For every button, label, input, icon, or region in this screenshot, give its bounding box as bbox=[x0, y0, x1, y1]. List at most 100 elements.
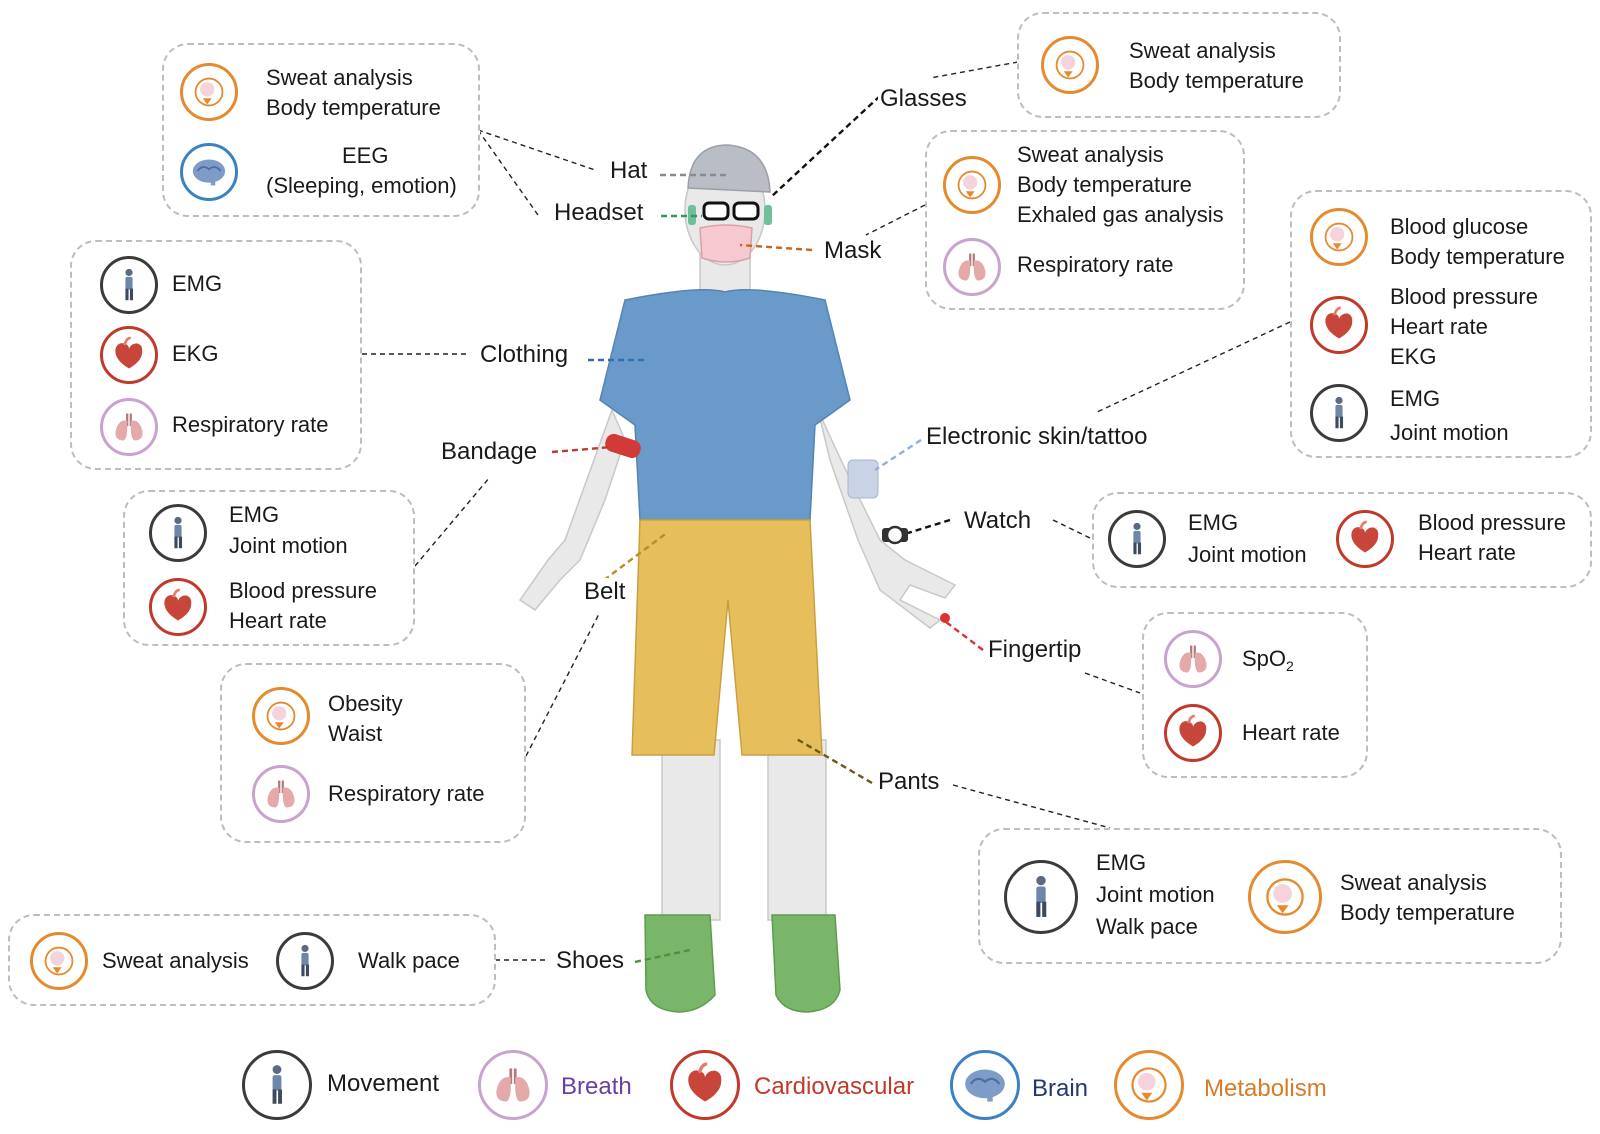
watch-movement-line-2: Joint motion bbox=[1188, 542, 1307, 567]
pants-movement-line-2: Joint motion bbox=[1096, 882, 1215, 907]
clothing-breath-line: Respiratory rate bbox=[172, 412, 329, 437]
metabolism-cycle-icon bbox=[30, 932, 88, 990]
spo2-main: SpO bbox=[1242, 646, 1287, 671]
mask-metabolism-line-1: Sweat analysis bbox=[1017, 142, 1164, 167]
eskin-cardio-line-1: Blood pressure bbox=[1390, 284, 1538, 309]
label-pants: Pants bbox=[876, 768, 942, 796]
bandage-box: EMG Joint motion Blood pressure Heart ra… bbox=[123, 490, 415, 646]
eskin-metabolism-line-2: Body temperature bbox=[1390, 244, 1565, 269]
label-fingertip: Fingertip bbox=[986, 636, 1084, 664]
brain-icon bbox=[950, 1050, 1020, 1120]
label-belt: Belt bbox=[582, 578, 628, 606]
lungs-icon bbox=[478, 1050, 548, 1120]
clothing-movement-line: EMG bbox=[172, 271, 223, 296]
walking-person-icon bbox=[149, 504, 207, 562]
label-mask: Mask bbox=[822, 237, 884, 265]
pants-metabolism-line-1: Sweat analysis bbox=[1340, 870, 1487, 895]
legend-cardiovascular: Cardiovascular bbox=[754, 1073, 915, 1100]
mask-metabolism-line-2: Body temperature bbox=[1017, 172, 1192, 197]
walking-person-icon bbox=[276, 932, 334, 990]
heart-icon bbox=[149, 578, 207, 636]
pants-metabolism-line-2: Body temperature bbox=[1340, 900, 1515, 925]
shoes-movement-line: Walk pace bbox=[358, 948, 460, 973]
belt-box: Obesity Waist Respiratory rate bbox=[220, 663, 526, 843]
eskin-cardio-line-3: EKG bbox=[1390, 344, 1437, 369]
label-hat: Hat bbox=[608, 157, 650, 185]
clothing-box: EMG EKG Respiratory rate bbox=[70, 240, 362, 470]
glasses-metabolism-line-1: Sweat analysis bbox=[1129, 38, 1276, 63]
walking-person-icon bbox=[1310, 384, 1368, 442]
lungs-icon bbox=[943, 238, 1001, 296]
heart-icon bbox=[1310, 296, 1368, 354]
watch-cardio-line-1: Blood pressure bbox=[1418, 510, 1566, 535]
bandage-movement-line-2: Joint motion bbox=[229, 533, 348, 558]
clothing-cardio-line: EKG bbox=[172, 341, 219, 366]
heart-icon bbox=[100, 326, 158, 384]
eskin-movement-line-2: Joint motion bbox=[1390, 420, 1509, 445]
metabolism-cycle-icon bbox=[252, 687, 310, 745]
shoes-metabolism-line: Sweat analysis bbox=[102, 948, 249, 973]
fingertip-box: SpO2 Heart rate bbox=[1142, 612, 1368, 778]
lungs-icon bbox=[100, 398, 158, 456]
hat-metabolism-line-1: Sweat analysis bbox=[266, 65, 413, 90]
lungs-icon bbox=[1164, 630, 1222, 688]
belt-breath-line-1: Respiratory rate bbox=[328, 781, 485, 806]
walking-person-icon bbox=[100, 256, 158, 314]
bandage-cardio-line-1: Blood pressure bbox=[229, 578, 377, 603]
label-shoes: Shoes bbox=[554, 947, 627, 975]
mask-box: Sweat analysis Body temperature Exhaled … bbox=[925, 130, 1245, 310]
hat-metabolism-line-2: Body temperature bbox=[266, 95, 441, 120]
pants-movement-line-1: EMG bbox=[1096, 850, 1147, 875]
shoes-box: Sweat analysis Walk pace bbox=[8, 914, 496, 1006]
label-watch: Watch bbox=[962, 507, 1034, 535]
brain-icon bbox=[180, 143, 238, 201]
eskin-cardio-line-2: Heart rate bbox=[1390, 314, 1488, 339]
pants-box: EMG Joint motion Walk pace Sweat analysi… bbox=[978, 828, 1562, 964]
metabolism-cycle-icon bbox=[943, 156, 1001, 214]
belt-metabolism-line-2: Waist bbox=[328, 721, 383, 746]
label-electronic-skin: Electronic skin/tattoo bbox=[924, 423, 1150, 451]
hat-brain-line-2: (Sleeping, emotion) bbox=[266, 173, 457, 198]
watch-box: EMG Joint motion Blood pressure Heart ra… bbox=[1092, 492, 1592, 588]
heart-icon bbox=[1336, 510, 1394, 568]
walking-person-icon bbox=[1108, 510, 1166, 568]
spo2-subscript: 2 bbox=[1286, 658, 1294, 674]
legend-metabolism: Metabolism bbox=[1204, 1075, 1327, 1102]
label-bandage: Bandage bbox=[439, 438, 540, 466]
legend-movement: Movement bbox=[327, 1070, 440, 1097]
heart-icon bbox=[1164, 704, 1222, 762]
legend-brain: Brain bbox=[1032, 1075, 1089, 1102]
mask-breath-line-1: Respiratory rate bbox=[1017, 252, 1174, 277]
eskin-movement-line-1: EMG bbox=[1390, 386, 1441, 411]
metabolism-cycle-icon bbox=[1310, 208, 1368, 266]
mask-metabolism-line-3: Exhaled gas analysis bbox=[1017, 202, 1224, 227]
fingertip-cardio-line: Heart rate bbox=[1242, 720, 1340, 745]
metabolism-cycle-icon bbox=[1248, 860, 1322, 934]
pants-movement-line-3: Walk pace bbox=[1096, 914, 1198, 939]
label-clothing: Clothing bbox=[478, 341, 571, 369]
electronic-skin-box: Blood glucose Body temperature Blood pre… bbox=[1290, 190, 1592, 458]
legend-breath: Breath bbox=[561, 1073, 632, 1100]
glasses-box: Sweat analysis Body temperature bbox=[1017, 12, 1341, 118]
walking-person-icon bbox=[1004, 860, 1078, 934]
bandage-movement-line-1: EMG bbox=[229, 502, 280, 527]
label-glasses: Glasses bbox=[878, 85, 969, 113]
metabolism-cycle-icon bbox=[1041, 36, 1099, 94]
fingertip-breath-line: SpO2 bbox=[1242, 644, 1294, 681]
metabolism-cycle-icon bbox=[1114, 1050, 1184, 1120]
watch-movement-line-1: EMG bbox=[1188, 510, 1239, 535]
eskin-metabolism-line-1: Blood glucose bbox=[1390, 214, 1529, 239]
heart-icon bbox=[670, 1050, 740, 1120]
glasses-metabolism-line-2: Body temperature bbox=[1129, 68, 1304, 93]
metabolism-cycle-icon bbox=[180, 63, 238, 121]
hat-brain-line-1: EEG bbox=[342, 143, 389, 168]
watch-cardio-line-2: Heart rate bbox=[1418, 540, 1516, 565]
bandage-cardio-line-2: Heart rate bbox=[229, 608, 327, 633]
label-headset: Headset bbox=[552, 199, 646, 227]
walking-person-icon bbox=[242, 1050, 312, 1120]
lungs-icon bbox=[252, 765, 310, 823]
human-figure bbox=[518, 144, 957, 1013]
hat-headset-box: Sweat analysis Body temperature EEG (Sle… bbox=[162, 43, 480, 217]
